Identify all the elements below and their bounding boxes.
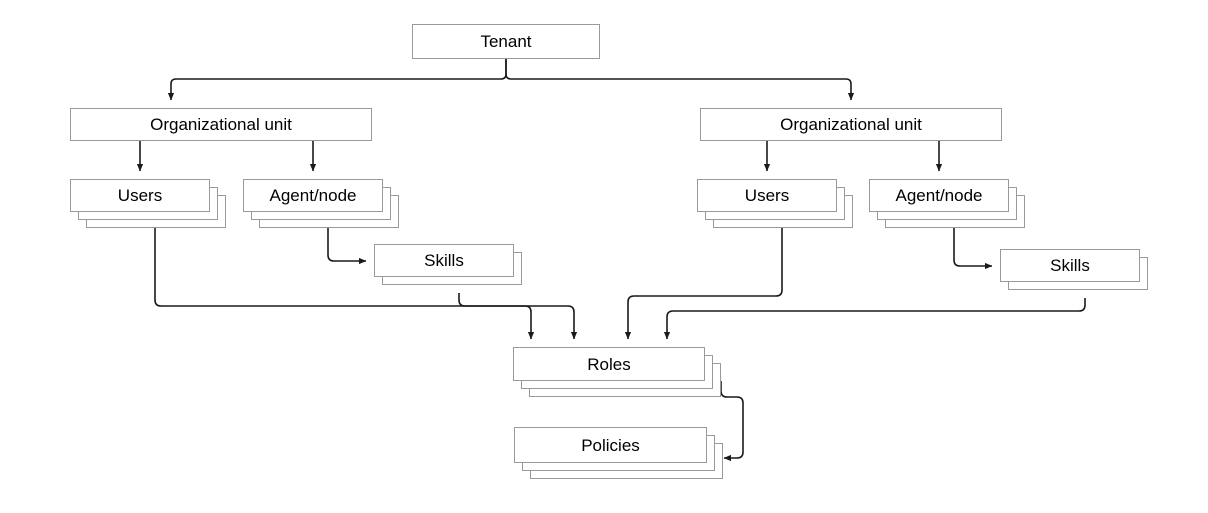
node-label-policies: Policies [581, 435, 640, 455]
node-label-roles: Roles [587, 354, 631, 374]
node-label-org-unit-right: Organizational unit [780, 115, 922, 134]
edge-tenant-to-org-left [167, 59, 507, 101]
node-label-agent-node-right: Agent/node [895, 186, 983, 205]
edge-tenant-to-org-right [505, 59, 855, 101]
node-users-left[interactable]: Users [70, 179, 210, 212]
edge-skills-left-to-roles [458, 293, 578, 340]
node-org-unit-right[interactable]: Organizational unit [700, 108, 1002, 141]
edge-agent-right-to-skills-right [953, 228, 993, 270]
node-label-org-unit-left: Organizational unit [150, 115, 292, 134]
node-policies[interactable]: Policies [514, 427, 707, 463]
node-label-skills-left: Skills [424, 251, 464, 270]
node-label-users-right: Users [744, 186, 790, 205]
edge-users-right-to-roles [624, 228, 783, 340]
node-label-users-left: Users [117, 186, 163, 205]
edge-skills-right-to-roles [663, 298, 1086, 340]
node-users-right[interactable]: Users [697, 179, 837, 212]
node-skills-right[interactable]: Skills [1000, 249, 1140, 282]
edge-roles-to-policies [720, 381, 744, 462]
node-agent-node-right[interactable]: Agent/node [869, 179, 1009, 212]
node-tenant[interactable]: Tenant [412, 24, 600, 59]
edge-agent-left-to-skills-left [327, 228, 367, 265]
node-org-unit-left[interactable]: Organizational unit [70, 108, 372, 141]
node-label-tenant: Tenant [480, 32, 532, 51]
node-label-agent-node-left: Agent/node [269, 186, 357, 205]
node-roles[interactable]: Roles [513, 347, 705, 381]
node-agent-node-left[interactable]: Agent/node [243, 179, 383, 212]
edge-users-left-to-roles [154, 228, 535, 340]
node-skills-left[interactable]: Skills [374, 244, 514, 277]
node-label-skills-right: Skills [1050, 256, 1090, 275]
